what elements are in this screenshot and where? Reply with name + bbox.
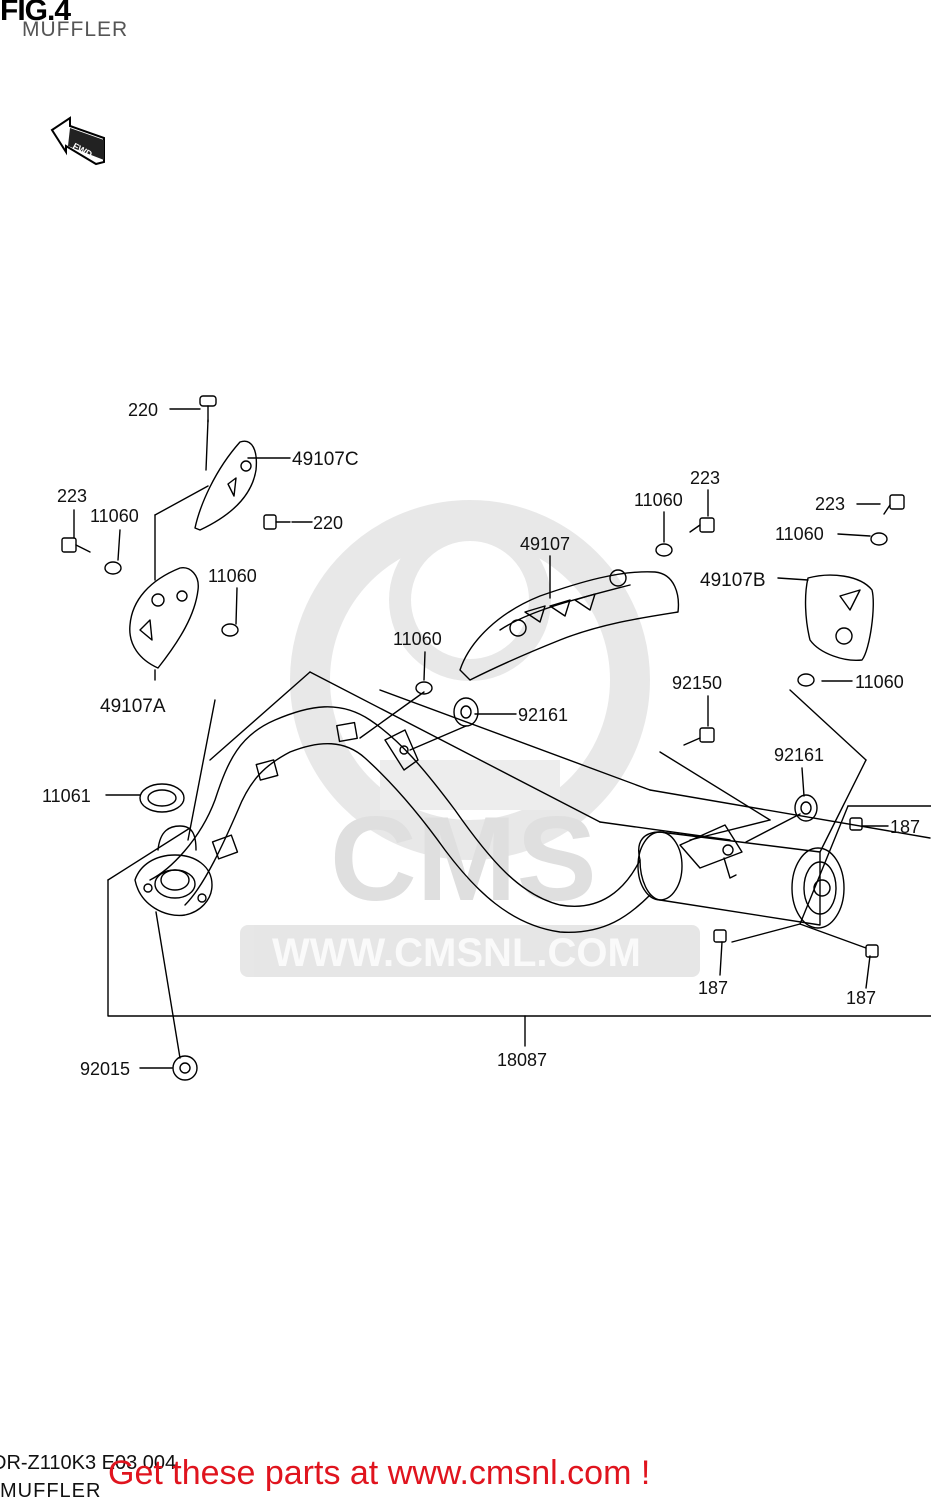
exhaust-flange xyxy=(134,825,213,917)
exhaust-pipe-inner xyxy=(184,743,651,933)
bolt-223-middle xyxy=(689,517,715,533)
forward-arrow-icon: FWD xyxy=(50,116,105,166)
exhaust-pipe-outer xyxy=(149,706,641,907)
figure-number: FIG.4 xyxy=(0,0,71,27)
part-label[interactable]: 223 xyxy=(690,468,720,488)
bolt-223-left xyxy=(61,537,91,553)
part-label[interactable]: 92015 xyxy=(80,1059,130,1079)
washer-11060-1 xyxy=(104,561,122,575)
part-label[interactable]: 11061 xyxy=(42,786,91,806)
part-label[interactable]: 187 xyxy=(846,988,876,1008)
washer-11060-4 xyxy=(655,543,673,557)
assembly-bracket-18087 xyxy=(107,879,931,1017)
part-label[interactable]: 49107A xyxy=(100,696,166,717)
part-label[interactable]: 220 xyxy=(313,513,343,533)
bolt-187-b xyxy=(713,929,727,943)
watermark-url: WWW.CMSNL.COM xyxy=(272,931,641,975)
part-label[interactable]: 11060 xyxy=(634,490,683,510)
figure-title: MUFFLER xyxy=(22,18,129,41)
part-label[interactable]: 11060 xyxy=(208,566,257,586)
part-label[interactable]: 18087 xyxy=(497,1050,547,1070)
washer-11060-5 xyxy=(870,532,888,546)
part-label[interactable]: 223 xyxy=(57,486,87,506)
bolt-92150 xyxy=(683,727,715,746)
part-label[interactable]: 220 xyxy=(128,400,158,420)
part-label[interactable]: 49107B xyxy=(700,570,766,591)
part-label[interactable]: 49107C xyxy=(292,449,359,470)
washer-11060-2 xyxy=(221,623,239,637)
heat-guard-49107 xyxy=(459,569,680,681)
part-label[interactable]: 11060 xyxy=(775,524,824,544)
washer-11060-6 xyxy=(797,673,815,687)
heat-guard-49107b xyxy=(804,574,874,661)
gasket-11061 xyxy=(139,783,185,813)
bolt-220-right xyxy=(263,514,291,530)
bolt-220-top xyxy=(199,395,217,423)
nut-92015 xyxy=(172,1055,198,1081)
part-label[interactable]: 187 xyxy=(698,978,728,998)
part-label[interactable]: 187 xyxy=(890,817,920,837)
part-label[interactable]: 11060 xyxy=(393,629,442,649)
part-label[interactable]: 11060 xyxy=(855,672,904,692)
cta-link[interactable]: Get these parts at www.cmsnl.com ! xyxy=(108,1454,651,1492)
part-label[interactable]: 92150 xyxy=(672,673,722,693)
watermark-logo-text: CMS xyxy=(330,792,597,926)
part-label[interactable]: 92161 xyxy=(518,705,568,725)
part-label[interactable]: 49107 xyxy=(520,534,570,554)
heat-guard-49107c xyxy=(194,440,258,531)
watermark-logo: CMS WWW.CMSNL.COM xyxy=(240,500,700,977)
diagram-code: DR-Z110K3 E03 004 xyxy=(0,1452,177,1474)
washer-11060-3 xyxy=(415,681,433,695)
part-label[interactable]: 92161 xyxy=(774,745,824,765)
bolt-187-c xyxy=(865,944,879,958)
heat-guard-49107a xyxy=(129,567,199,669)
muffler-body xyxy=(637,824,845,929)
grommet-92161-2 xyxy=(794,794,818,822)
footer-title: MUFFLER xyxy=(0,1480,102,1502)
part-label[interactable]: 11060 xyxy=(90,506,139,526)
part-label[interactable]: 223 xyxy=(815,494,845,514)
bolt-223-right xyxy=(883,494,905,515)
part-labels: 220 49107C 220 223 11060 11060 49107A 11… xyxy=(42,400,920,1079)
